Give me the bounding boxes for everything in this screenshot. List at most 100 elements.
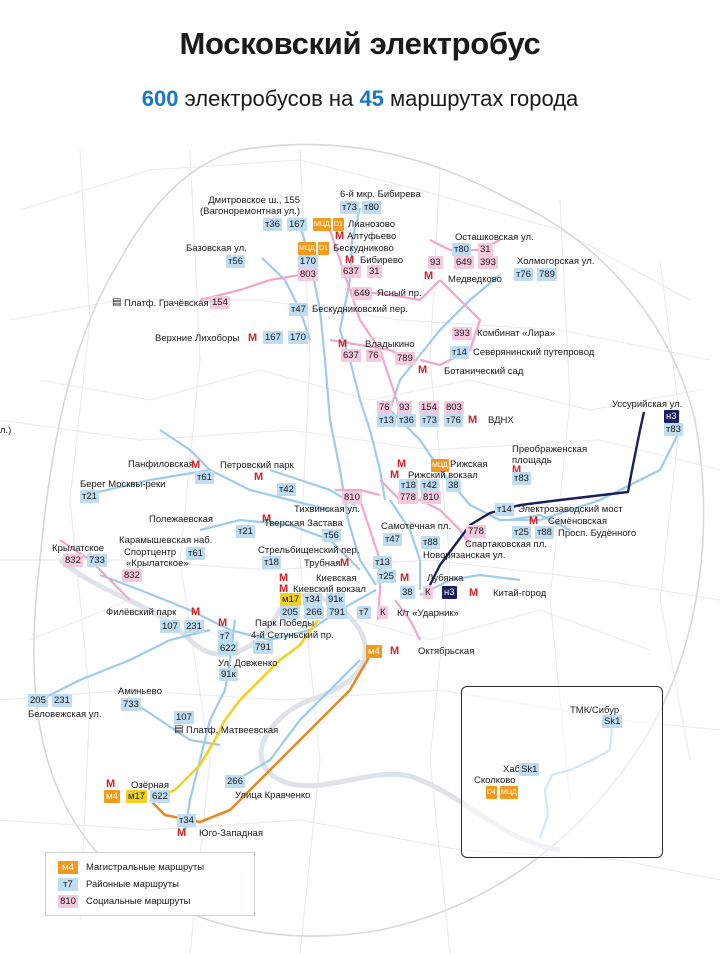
route-badge[interactable]: т76 — [444, 414, 463, 427]
route-badge[interactable]: 832 — [63, 554, 83, 567]
route-badge[interactable]: К — [378, 606, 388, 619]
route-badge[interactable]: 810 — [342, 491, 362, 504]
route-badge[interactable]: 789 — [395, 352, 415, 365]
route-badge[interactable]: т80 — [452, 243, 471, 256]
route-badge[interactable]: т47 — [383, 533, 402, 546]
route-badge[interactable]: 231 — [52, 694, 72, 707]
route-badge[interactable]: Sk1 — [602, 715, 623, 728]
stop-label: Лубянка — [427, 573, 464, 584]
route-badge[interactable]: 832 — [122, 569, 142, 582]
route-badge[interactable]: 205 — [280, 606, 300, 619]
route-badge[interactable]: т83 — [512, 472, 531, 485]
route-badge[interactable]: т88 — [421, 536, 440, 549]
route-badge[interactable]: 789 — [537, 268, 557, 281]
route-badge[interactable]: 38 — [446, 479, 461, 492]
route-badge[interactable]: 778 — [466, 525, 486, 538]
legend-swatch-social: 810 — [58, 895, 78, 908]
route-badge[interactable]: 803 — [298, 268, 318, 281]
route-badge[interactable]: 154 — [210, 296, 230, 309]
route-badge[interactable]: 170 — [288, 331, 308, 344]
route-badge[interactable]: т34 — [303, 593, 322, 606]
route-badge[interactable]: т21 — [236, 525, 255, 538]
route-badge[interactable]: т25 — [377, 570, 396, 583]
route-badge[interactable]: 733 — [121, 698, 141, 711]
route-badge[interactable]: т13 — [373, 556, 392, 569]
route-badge[interactable]: 791 — [327, 606, 347, 619]
route-badge[interactable]: т36 — [397, 414, 416, 427]
route-badge[interactable]: т13 — [377, 414, 396, 427]
route-badge[interactable]: 778 — [398, 491, 418, 504]
route-badge[interactable]: 649 — [352, 287, 372, 300]
route-badge[interactable]: м17 — [280, 593, 302, 606]
route-badge[interactable]: т56 — [322, 529, 341, 542]
route-badge[interactable]: т61 — [195, 471, 214, 484]
route-badge[interactable]: 167 — [263, 331, 283, 344]
route-badge[interactable]: т7 — [218, 630, 232, 643]
route-badge[interactable]: т25 — [512, 526, 531, 539]
route-badge[interactable]: м4 — [104, 790, 120, 803]
route-badge[interactable]: 266 — [225, 775, 245, 788]
route-badge[interactable]: т73 — [420, 414, 439, 427]
route-badge[interactable]: Sk1 — [519, 763, 540, 776]
route-badge[interactable]: 205 — [28, 694, 48, 707]
route-badge[interactable]: 91к — [326, 593, 345, 606]
d1-badge: D1 — [318, 242, 329, 255]
route-badge[interactable]: т56 — [226, 255, 245, 268]
route-badge[interactable]: 31 — [367, 265, 382, 278]
metro-icon: M — [248, 332, 258, 344]
route-badge[interactable]: т83 — [664, 423, 683, 436]
route-badge[interactable]: т88 — [535, 526, 554, 539]
route-badge[interactable]: т14 — [495, 503, 514, 516]
route-badge[interactable]: 803 — [444, 401, 464, 414]
route-badge[interactable]: т18 — [399, 479, 418, 492]
route-badge[interactable]: 393 — [478, 256, 498, 269]
route-badge[interactable]: 31 — [478, 243, 493, 256]
route-badge[interactable]: 154 — [419, 401, 439, 414]
route-badge[interactable]: 93 — [428, 256, 443, 269]
route-badge[interactable]: 622 — [150, 790, 170, 803]
metro-icon: M — [338, 338, 348, 350]
route-badge[interactable]: м4 — [366, 645, 382, 658]
route-badge[interactable]: т80 — [362, 201, 381, 214]
route-badge[interactable]: н3 — [664, 410, 679, 423]
route-badge[interactable]: н3 — [442, 586, 457, 599]
route-badge[interactable]: т42 — [277, 483, 296, 496]
route-badge[interactable]: 791 — [253, 641, 273, 654]
route-badge[interactable]: 91к — [219, 668, 238, 681]
route-badge[interactable]: т21 — [80, 490, 99, 503]
route-badge[interactable]: 107 — [174, 711, 194, 724]
route-badge[interactable]: т42 — [420, 479, 439, 492]
route-badge[interactable]: 231 — [184, 620, 204, 633]
stop-label: Ясный пр. — [377, 288, 422, 299]
route-badge[interactable]: К — [423, 586, 433, 599]
route-badge[interactable]: 107 — [160, 620, 180, 633]
route-badge[interactable]: 76 — [377, 401, 392, 414]
route-badge[interactable]: т76 — [514, 268, 533, 281]
stop-label: Бибирево — [360, 255, 404, 266]
route-badge[interactable]: 393 — [452, 327, 472, 340]
route-badge[interactable]: т36 — [263, 218, 282, 231]
route-badge[interactable]: 637 — [341, 349, 361, 362]
route-badge[interactable]: 76 — [366, 349, 381, 362]
route-badge[interactable]: 733 — [87, 554, 107, 567]
route-badge[interactable]: 38 — [400, 586, 415, 599]
route-badge[interactable]: т7 — [357, 606, 371, 619]
route-badge[interactable]: 622 — [218, 642, 238, 655]
route-badge[interactable]: 170 — [298, 255, 318, 268]
route-badge[interactable]: т73 — [340, 201, 359, 214]
route-badge[interactable]: 266 — [304, 606, 324, 619]
stop-label: Верхние Лихоборы — [155, 333, 240, 344]
route-badge[interactable]: т14 — [450, 346, 469, 359]
route-badge[interactable]: 810 — [421, 491, 441, 504]
route-badge[interactable]: 167 — [287, 218, 307, 231]
route-badge[interactable]: 637 — [341, 265, 361, 278]
route-badge[interactable]: т47 — [289, 303, 308, 316]
route-badge[interactable]: т18 — [262, 556, 281, 569]
route-badge[interactable]: м17 — [126, 790, 148, 803]
route-badge[interactable]: 93 — [397, 401, 412, 414]
metro-icon: M — [529, 515, 539, 527]
city-boundary — [33, 143, 705, 937]
route-badge[interactable]: 649 — [454, 256, 474, 269]
route-badge[interactable]: т34 — [177, 814, 196, 827]
route-badge[interactable]: т61 — [186, 547, 205, 560]
